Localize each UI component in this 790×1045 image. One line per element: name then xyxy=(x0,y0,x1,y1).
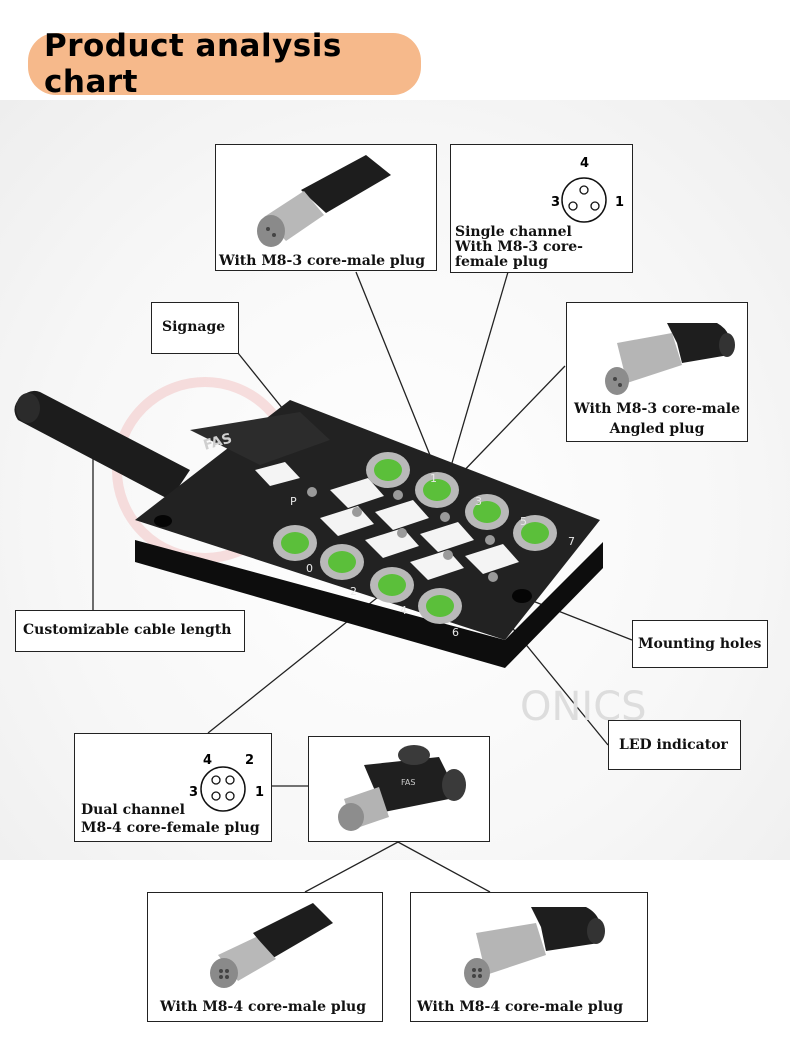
callout-led-indicator: LED indicator xyxy=(608,720,741,770)
callout-mounting-holes: Mounting holes xyxy=(632,620,768,668)
led-6 xyxy=(440,512,450,522)
callout-t-splitter: FAS xyxy=(308,736,490,842)
port-number-5: 5 xyxy=(520,515,527,528)
m8-3-angled-plug-image xyxy=(605,323,735,395)
port-7 xyxy=(513,515,557,551)
page-title: Product analysis chart xyxy=(44,28,342,100)
port-0 xyxy=(273,525,317,561)
single-channel-line3: female plug xyxy=(455,254,548,270)
led-2 xyxy=(397,528,407,538)
port-1 xyxy=(366,452,410,488)
angled-line2: Angled plug xyxy=(609,421,705,437)
dual-pin-label-2: 2 xyxy=(245,753,254,768)
led-3 xyxy=(443,550,453,560)
dual-channel-line2: M8-4 core-female plug xyxy=(81,820,260,836)
port-number-2: 2 xyxy=(350,585,357,598)
mount-hole-left xyxy=(154,515,172,527)
port-label-p: P xyxy=(290,495,297,508)
cable-end xyxy=(16,393,40,423)
three-pin-diagram: 4 3 1 xyxy=(551,156,624,223)
cable xyxy=(14,390,191,500)
label-mounting-holes: Mounting holes xyxy=(638,636,762,652)
port-number-1: 1 xyxy=(430,472,437,485)
pin-label-3: 3 xyxy=(551,195,560,210)
angled-line1: With M8-3 core-male xyxy=(573,401,741,417)
port-group xyxy=(273,452,557,624)
four-pin-diagram: 4 2 3 1 xyxy=(189,753,264,812)
led-1 xyxy=(352,507,362,517)
port-number-4: 4 xyxy=(400,604,407,617)
leader-mounting-holes xyxy=(519,595,633,641)
callout-m8-3-male-plug: With M8-3 core-male plug xyxy=(215,144,437,271)
svg-text:FAS: FAS xyxy=(401,778,415,787)
m8-4-male-plug-image xyxy=(210,903,333,988)
label-m8-3-angled-plug: With M8-3 core-male Angled plug xyxy=(567,399,747,439)
single-channel-line1: Single channel xyxy=(455,224,572,240)
leader-m8-3-male xyxy=(355,271,441,481)
callout-m8-4-angled-plug: With M8-4 core-male plug xyxy=(410,892,648,1022)
dual-pin-label-1: 1 xyxy=(255,785,264,800)
led-0 xyxy=(307,487,317,497)
label-single-channel: Single channel With M8-3 core- female pl… xyxy=(455,225,583,270)
title-banner: Product analysis chart xyxy=(28,28,421,100)
port-6 xyxy=(418,588,462,624)
callout-dual-channel: 4 2 3 1 Dual channel M8-4 core-female pl… xyxy=(74,733,272,842)
leader-angled-plug xyxy=(454,365,566,481)
label-cable-length: Customizable cable length xyxy=(23,622,232,638)
callout-m8-4-male-plug: With M8-4 core-male plug xyxy=(147,892,383,1022)
label-m8-4-angled-plug: With M8-4 core-male plug xyxy=(417,999,623,1015)
callout-m8-3-angled-plug: With M8-3 core-male Angled plug xyxy=(566,302,748,442)
port-number-0: 0 xyxy=(306,562,313,575)
dual-pin-label-4: 4 xyxy=(203,753,212,768)
port-number-6: 6 xyxy=(452,626,459,639)
label-m8-4-male-plug: With M8-4 core-male plug xyxy=(160,999,366,1015)
leader-single-channel xyxy=(446,271,509,481)
led-5 xyxy=(393,490,403,500)
leader-t-split xyxy=(304,841,491,893)
cable-boot xyxy=(190,412,330,465)
port-5 xyxy=(465,494,509,530)
dual-pin-label-3: 3 xyxy=(189,785,198,800)
port-3 xyxy=(415,472,459,508)
port-4 xyxy=(370,567,414,603)
pin-label-4: 4 xyxy=(580,156,589,171)
port-number-7: 7 xyxy=(568,535,575,548)
callout-signage: Signage xyxy=(151,302,239,354)
dual-channel-line1: Dual channel xyxy=(81,802,185,818)
label-m8-3-male-plug: With M8-3 core-male plug xyxy=(219,253,425,269)
label-led-indicator: LED indicator xyxy=(619,737,728,753)
callout-cable-length: Customizable cable length xyxy=(15,610,245,652)
port-number-3: 3 xyxy=(475,495,482,508)
m8-4-angled-plug-image xyxy=(464,907,605,988)
callout-single-channel: 4 3 1 Single channel With M8-3 core- fem… xyxy=(450,144,633,273)
led-7 xyxy=(485,535,495,545)
t-splitter-image: FAS xyxy=(338,745,466,831)
m8-3-male-plug-image xyxy=(257,155,391,247)
label-signage: Signage xyxy=(162,319,226,335)
pin-label-1: 1 xyxy=(615,195,624,210)
brand-mark: FAS xyxy=(202,431,234,454)
led-4 xyxy=(488,572,498,582)
box-side xyxy=(135,540,603,668)
label-dual-channel: Dual channel M8-4 core-female plug xyxy=(81,801,260,837)
port-2 xyxy=(320,544,364,580)
single-channel-line2: With M8-3 core- xyxy=(455,239,583,255)
mount-hole-right xyxy=(512,589,532,603)
